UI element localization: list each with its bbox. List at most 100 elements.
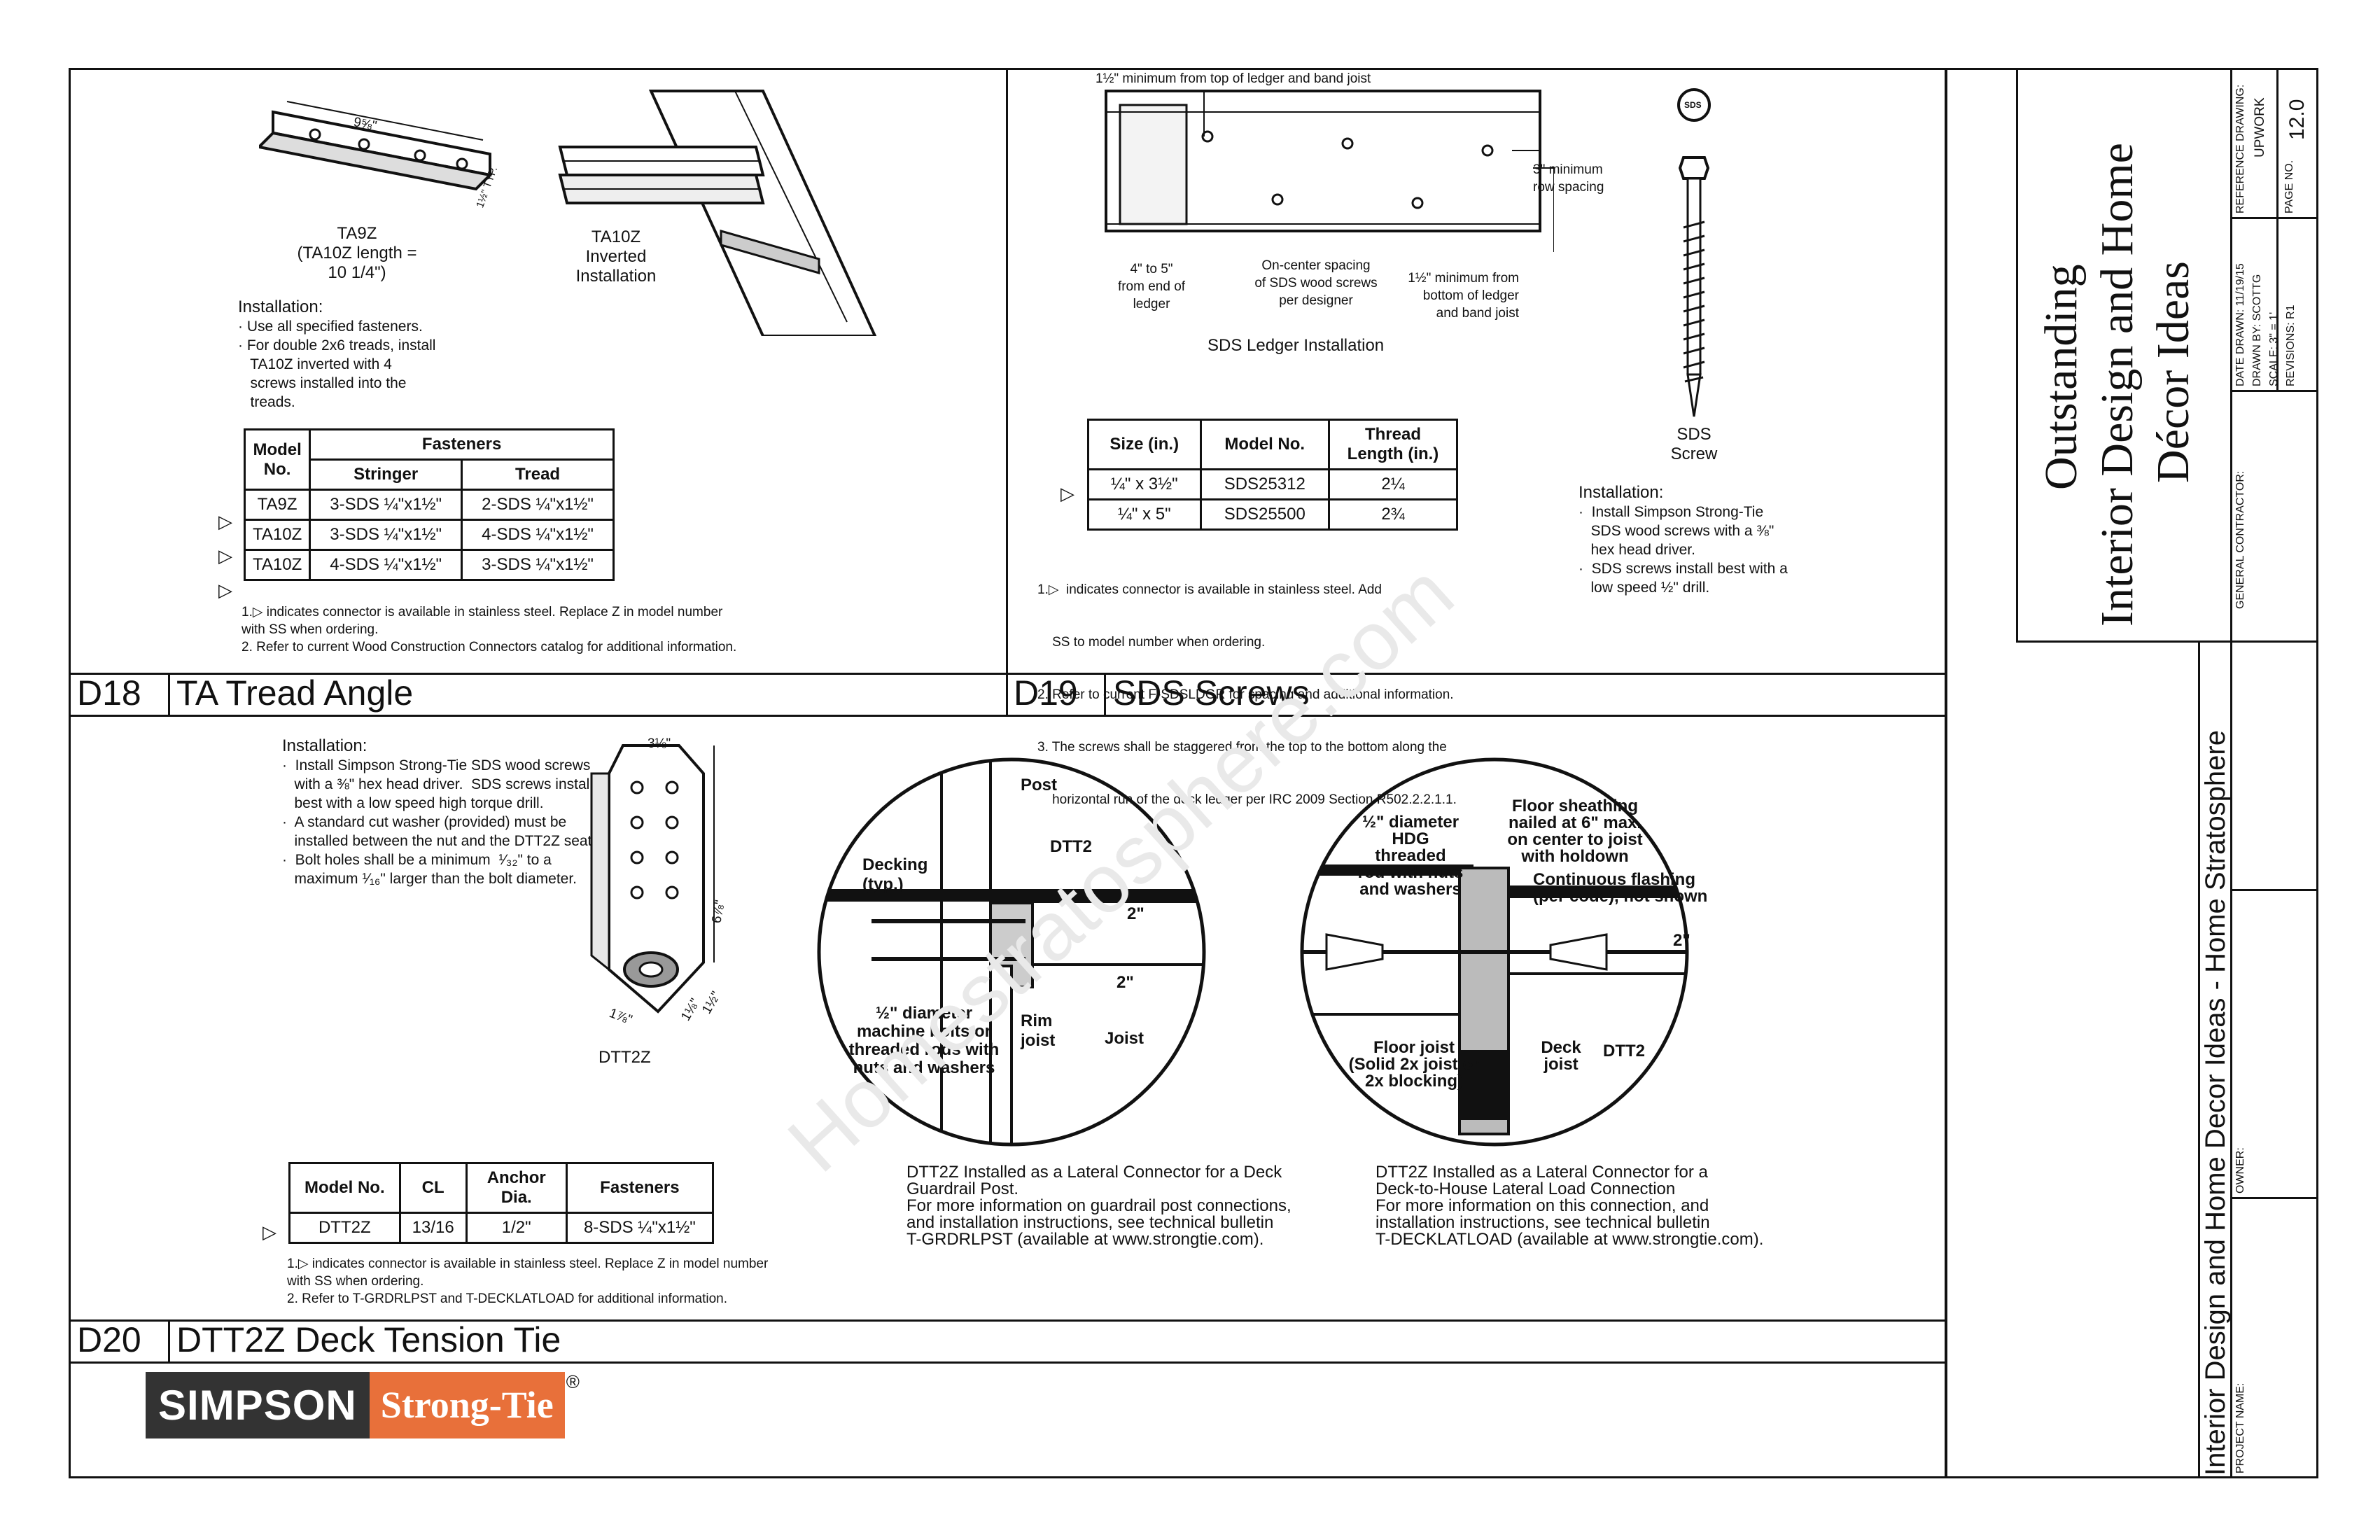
cell: 3-SDS ¼"x1½" (309, 489, 463, 521)
c1-caption-4: and installation instructions, see techn… (906, 1213, 1274, 1232)
tb-page-head: PAGE NO. (2283, 160, 2295, 214)
c1-bolts-3: threaded rods with (848, 1040, 1000, 1059)
num-sep-d19 (1104, 673, 1106, 716)
c1-rim-1: Rim (1021, 1011, 1053, 1030)
c2-caption-5: T-DECKLATLOAD (available at www.strongti… (1376, 1230, 1764, 1249)
c1-dim-2a: 2" (1127, 904, 1144, 923)
d19-install-1: · Install Simpson Strong-Tie (1578, 504, 1764, 520)
d19-top-note: 1½" minimum from top of ledger and band … (1096, 71, 1371, 86)
stainless-marker-icon: ▷ (262, 1222, 276, 1242)
logo-strongtie: Strong-Tie (369, 1372, 565, 1438)
d18-note-3: 2. Refer to current Wood Construction Co… (241, 640, 737, 654)
d18-fastener-table: Model No. Fasteners Stringer Tread TA9Z … (243, 428, 615, 581)
sds-ledger-drawing (1105, 90, 1554, 252)
ta10z-name: TA10Z (591, 227, 641, 246)
cell: TA9Z (243, 489, 312, 521)
tb-vline-2 (2230, 68, 2232, 1478)
d19-bottom-note-2: bottom of ledger (1422, 288, 1519, 303)
cell: TA10Z (243, 549, 312, 581)
c1-bolts-label: ½" diameter machine bolts or threaded ro… (836, 1004, 1011, 1077)
stainless-marker-icon: ▷ (218, 511, 232, 532)
c2-dim-2: 2" (1673, 931, 1690, 950)
ta10z-label: TA10Z Inverted Installation (553, 227, 679, 286)
dtt2z-drawing (590, 744, 715, 1014)
divider-vertical-top (1006, 68, 1008, 715)
c2-floor-joist-2: (Solid 2x joist or (1348, 1055, 1480, 1074)
d19-install-3: hex head driver. (1578, 542, 1695, 558)
d19-install-2: SDS wood screws with a ⅜" (1578, 523, 1774, 539)
logo-simpson: SIMPSON (146, 1372, 370, 1438)
d19-note-3: 2. Refer to current F-SDSLDGR for spacin… (1037, 687, 1454, 702)
c2-sheathing-1: Floor sheathing (1512, 797, 1638, 816)
c1-caption-2: Guardrail Post. (906, 1180, 1019, 1198)
d20-note-3: 2. Refer to T-GRDRLPST and T-DECKLATLOAD… (287, 1292, 728, 1306)
d18-notes: 1.▷ indicates connector is available in … (241, 603, 736, 656)
tb-hline-title (2016, 640, 2318, 643)
c2-caption: DTT2Z Installed as a Lateral Connector f… (1376, 1164, 1763, 1248)
d19-end-note-3: ledger (1133, 297, 1170, 312)
stainless-marker-icon: ▷ (218, 580, 232, 601)
table-row: DTT2Z 13/16 1/2" 8-SDS ¼"x1½" (288, 1212, 715, 1244)
c2-caption-2: Deck-to-House Lateral Load Connection (1376, 1180, 1676, 1198)
cell: 3-SDS ¼"x1½" (461, 549, 615, 581)
c2-floor-joist-label: Floor joist (Solid 2x joist or 2x blocki… (1344, 1040, 1484, 1090)
tb-hline-5 (2230, 1197, 2318, 1199)
d18-install-4: screws installed into the (238, 375, 407, 391)
cell: 13/16 (398, 1212, 468, 1244)
c1-bolts-4: nuts and washers (853, 1058, 995, 1077)
tb-drawn: DRAWN BY: SCOTTG (2251, 274, 2263, 386)
table-row: TA10Z 3-SDS ¼"x1½" 4-SDS ¼"x1½" (243, 519, 615, 551)
c2-rod-label: ½" diameter HDG threaded rod with nuts a… (1354, 814, 1466, 898)
tb-project-label: PROJECT NAME: (2234, 1382, 2246, 1474)
d19-note-2: SS to model number when ordering. (1037, 635, 1266, 650)
section-number-d20: D20 (77, 1320, 141, 1359)
d18-install-5: treads. (238, 394, 295, 410)
guardrail-detail-circle (817, 757, 1206, 1147)
d18-th-tread: Tread (461, 458, 615, 491)
c2-floor-joist-1: Floor joist (1373, 1038, 1455, 1057)
tb-scale: SCALE: 3" = 1' (2268, 312, 2280, 386)
c1-decking-2: (typ.) (862, 875, 904, 894)
c1-post-label: Post (1021, 776, 1058, 794)
d19-oc-note-2: of SDS wood screws (1254, 276, 1378, 290)
deck-to-house-detail-circle (1300, 757, 1689, 1147)
num-sep-d20 (168, 1320, 170, 1363)
d19-end-note: 4" to 5" from end of ledger (1099, 260, 1204, 313)
d19-bottom-note-3: and band joist (1436, 306, 1519, 321)
d18-install-1: · Use all specified fasteners. (238, 318, 423, 335)
c2-flashing-1: Continuous flashing (1533, 870, 1695, 889)
c2-rod-4: and washers (1359, 880, 1462, 899)
d20-note-2: with SS when ordering. (287, 1274, 424, 1289)
d18-installation: Installation: · Use all specified fasten… (238, 298, 532, 412)
c2-sheathing-2: nailed at 6" max. (1508, 813, 1642, 832)
d19-end-note-2: from end of (1117, 279, 1186, 294)
c2-rod-1: ½" diameter (1362, 813, 1460, 832)
section-number-d18: D18 (77, 673, 141, 713)
stainless-marker-icon: ▷ (1060, 483, 1074, 504)
cell: DTT2Z (288, 1212, 401, 1244)
c2-dtt2-label: DTT2 (1603, 1042, 1645, 1060)
c2-sheathing-3: on center to joist (1507, 830, 1643, 849)
d19-th-model: Model No. (1199, 419, 1330, 470)
c1-rim-2: joist (1021, 1031, 1056, 1050)
ta9z-note2: 10 1/4") (328, 263, 386, 282)
d19-oc-note: On-center spacing of SDS wood screws per… (1246, 257, 1386, 309)
tb-page-value: 12.0 (2286, 99, 2309, 140)
d20-install-5: installed between the nut and the DTT2Z … (282, 833, 596, 849)
sds-screw-label-1: SDS (1676, 425, 1712, 444)
c2-rod-2: HDG threaded (1375, 830, 1446, 865)
tb-project-name: Interior Design and Home Decor Ideas - H… (2200, 730, 2231, 1476)
c2-caption-4: installation instructions, see technical… (1376, 1213, 1710, 1232)
d20-install-head: Installation: (282, 736, 368, 755)
d19-note-1: 1.▷ indicates connector is available in … (1037, 582, 1382, 597)
d20-install-3: best with a low speed high torque drill. (282, 795, 544, 811)
tb-vline-1 (2016, 68, 2018, 642)
tb-hline-1 (2230, 217, 2318, 219)
section-number-d19: D19 (1014, 673, 1078, 713)
c1-decking-label: Decking (typ.) (862, 855, 927, 895)
c1-decking-1: Decking (862, 855, 928, 874)
cell: SDS25312 (1199, 468, 1330, 500)
c1-dim-2b: 2" (1116, 973, 1134, 992)
c2-floor-joist-3: 2x blocking) (1364, 1072, 1464, 1091)
tb-hline-3 (2230, 640, 2318, 643)
